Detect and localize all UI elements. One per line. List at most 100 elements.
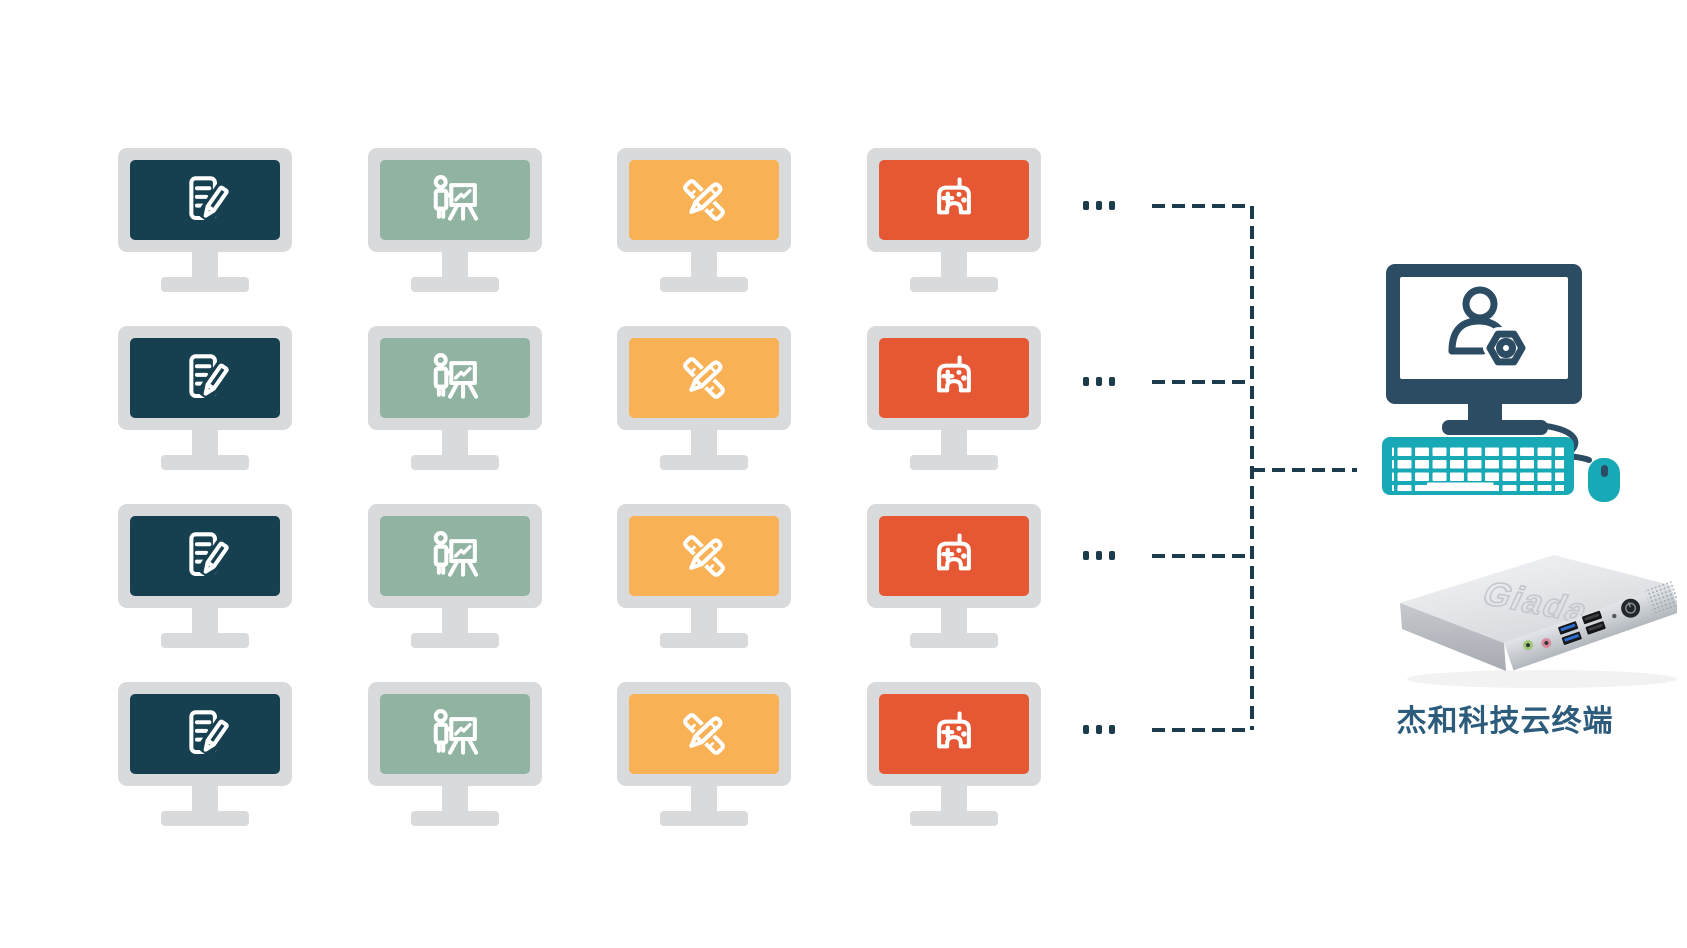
monitor-stand-neck: [442, 607, 468, 633]
design-tools-icon: [683, 713, 726, 755]
monitor-screen: [879, 516, 1029, 596]
monitor-stand-base: [910, 633, 998, 648]
power-button: [1621, 598, 1641, 618]
monitor-screen: [629, 694, 779, 774]
monitor-frame: [118, 504, 292, 608]
monitor-screen: [380, 694, 530, 774]
ellipsis-dots: [1083, 201, 1115, 734]
monitor-stand-neck: [442, 251, 468, 277]
monitor-stand-neck: [442, 785, 468, 811]
game-controller-icon: [937, 177, 971, 215]
monitor-stand-neck: [691, 607, 717, 633]
audio-jacks: [1523, 637, 1552, 651]
monitor-frame: [867, 504, 1041, 608]
monitor-stand-neck: [691, 785, 717, 811]
monitor-stand-base: [161, 811, 249, 826]
workstation-monitor-office: [118, 326, 292, 474]
monitor-frame: [118, 326, 292, 430]
workstation-monitor-presentation: [368, 682, 542, 830]
monitor-screen: [629, 160, 779, 240]
reset-hole: [1612, 613, 1617, 619]
monitor-frame: [617, 504, 791, 608]
monitor-stand-base: [161, 277, 249, 292]
presentation-chart-icon: [433, 175, 479, 221]
presentation-chart-icon: [433, 353, 479, 399]
vent-grille: [1644, 581, 1677, 615]
monitor-screen: [380, 160, 530, 240]
workstation-monitor-presentation: [368, 326, 542, 474]
terminal-stand-neck: [1468, 404, 1502, 422]
workstation-monitor-design: [617, 148, 791, 296]
monitor-stand-base: [910, 455, 998, 470]
keyboard-icon: [1382, 437, 1574, 495]
monitor-screen: [130, 160, 280, 240]
game-controller-icon: [937, 355, 971, 393]
workstation-monitor-gaming: [867, 326, 1041, 474]
monitor-stand-neck: [691, 429, 717, 455]
monitor-stand-neck: [941, 785, 967, 811]
document-edit-icon: [189, 354, 233, 400]
monitor-screen: [629, 338, 779, 418]
monitor-screen: [380, 516, 530, 596]
monitor-frame: [118, 148, 292, 252]
document-edit-icon: [189, 710, 233, 756]
monitor-screen: [130, 338, 280, 418]
document-edit-icon: [189, 176, 233, 222]
monitor-stand-base: [910, 811, 998, 826]
monitor-frame: [368, 148, 542, 252]
monitor-screen: [130, 694, 280, 774]
workstation-monitor-gaming: [867, 148, 1041, 296]
monitor-stand-base: [660, 455, 748, 470]
monitor-stand-base: [660, 633, 748, 648]
mini-pc-device: Giada: [1400, 555, 1677, 688]
workstation-monitor-design: [617, 504, 791, 652]
monitor-stand-base: [411, 811, 499, 826]
monitor-stand-neck: [192, 251, 218, 277]
workstation-monitor-design: [617, 682, 791, 830]
monitor-stand-base: [161, 455, 249, 470]
monitor-screen: [879, 338, 1029, 418]
monitor-screen: [380, 338, 530, 418]
monitor-frame: [617, 326, 791, 430]
monitor-frame: [368, 504, 542, 608]
presentation-chart-icon: [433, 531, 479, 577]
workstation-monitor-gaming: [867, 504, 1041, 652]
game-controller-icon: [937, 711, 971, 749]
terminal-label: 杰和科技云终端: [1396, 705, 1614, 738]
workstation-monitor-gaming: [867, 682, 1041, 830]
workstation-monitor-design: [617, 326, 791, 474]
monitor-frame: [617, 682, 791, 786]
monitor-frame: [867, 682, 1041, 786]
workstation-monitor-office: [118, 148, 292, 296]
monitor-screen: [130, 516, 280, 596]
monitor-stand-neck: [941, 607, 967, 633]
monitor-stand-neck: [442, 429, 468, 455]
device-top-face: [1400, 555, 1670, 643]
monitor-frame: [617, 148, 791, 252]
design-tools-icon: [683, 535, 726, 577]
mouse-icon: [1588, 458, 1620, 502]
workstation-monitor-office: [118, 504, 292, 652]
monitor-stand-neck: [192, 785, 218, 811]
usb-ports: [1558, 610, 1606, 645]
monitor-stand-neck: [941, 251, 967, 277]
design-tools-icon: [683, 357, 726, 399]
document-edit-icon: [189, 532, 233, 578]
monitor-stand-base: [411, 277, 499, 292]
game-controller-icon: [937, 533, 971, 571]
admin-terminal: [1382, 264, 1620, 502]
monitor-screen: [879, 694, 1029, 774]
monitor-stand-base: [660, 811, 748, 826]
monitor-frame: [368, 682, 542, 786]
monitor-stand-base: [161, 633, 249, 648]
device-left-face: [1400, 603, 1506, 671]
monitor-frame: [368, 326, 542, 430]
monitor-screen: [879, 160, 1029, 240]
monitor-frame: [118, 682, 292, 786]
design-tools-icon: [683, 179, 726, 221]
monitor-frame: [867, 326, 1041, 430]
monitor-stand-base: [910, 277, 998, 292]
user-settings-icon: [1448, 286, 1529, 369]
